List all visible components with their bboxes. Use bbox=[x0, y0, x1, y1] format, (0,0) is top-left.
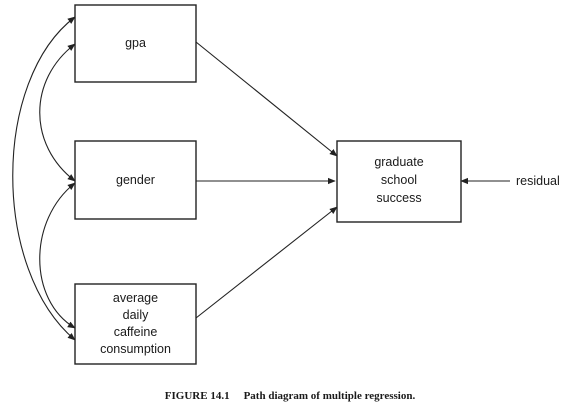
node-label-success-line2: school bbox=[381, 173, 417, 187]
node-label-gpa: gpa bbox=[125, 36, 146, 50]
edge-caffeine-to-success bbox=[195, 206, 338, 319]
node-label-residual: residual bbox=[516, 174, 560, 188]
node-caffeine: average daily caffeine consumption bbox=[74, 283, 197, 365]
node-label-caffeine-line1: average bbox=[113, 291, 158, 305]
figure-caption: FIGURE 14.1 Path diagram of multiple regr… bbox=[165, 390, 416, 402]
correlation-gender-caffeine bbox=[39, 182, 76, 329]
node-label-success-line1: graduate bbox=[374, 155, 423, 169]
edge-gpa-to-success bbox=[195, 41, 338, 157]
node-gender: gender bbox=[74, 140, 197, 220]
figure-caption-text: Path diagram of multiple regression. bbox=[244, 390, 416, 402]
node-label-caffeine-line3: caffeine bbox=[114, 325, 158, 339]
node-label-gender: gender bbox=[116, 173, 155, 187]
node-label-caffeine-line4: consumption bbox=[100, 342, 171, 356]
node-label-caffeine-line2: daily bbox=[123, 308, 149, 322]
node-graduate-school-success: graduate school success bbox=[336, 140, 462, 223]
figure-caption-label: FIGURE 14.1 bbox=[165, 390, 230, 402]
correlation-gpa-caffeine bbox=[12, 16, 76, 341]
node-label-success-line3: success bbox=[376, 191, 421, 205]
correlation-gpa-gender bbox=[39, 43, 76, 182]
correlation-arrows bbox=[12, 16, 76, 341]
node-gpa: gpa bbox=[74, 4, 197, 83]
regression-arrows bbox=[195, 41, 510, 319]
